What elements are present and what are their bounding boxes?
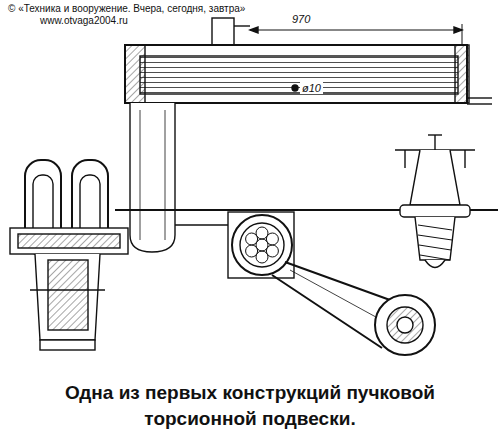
diameter-label: ø10 xyxy=(300,82,323,94)
watermark-url: www.otvaga2004.ru xyxy=(40,15,128,27)
caption: Одна из первых конструкций пучковой торс… xyxy=(40,380,460,432)
dimension-label: 970 xyxy=(290,13,312,25)
watermark: © «Техника и вооружение. Вчера, сегодня,… xyxy=(8,3,245,15)
